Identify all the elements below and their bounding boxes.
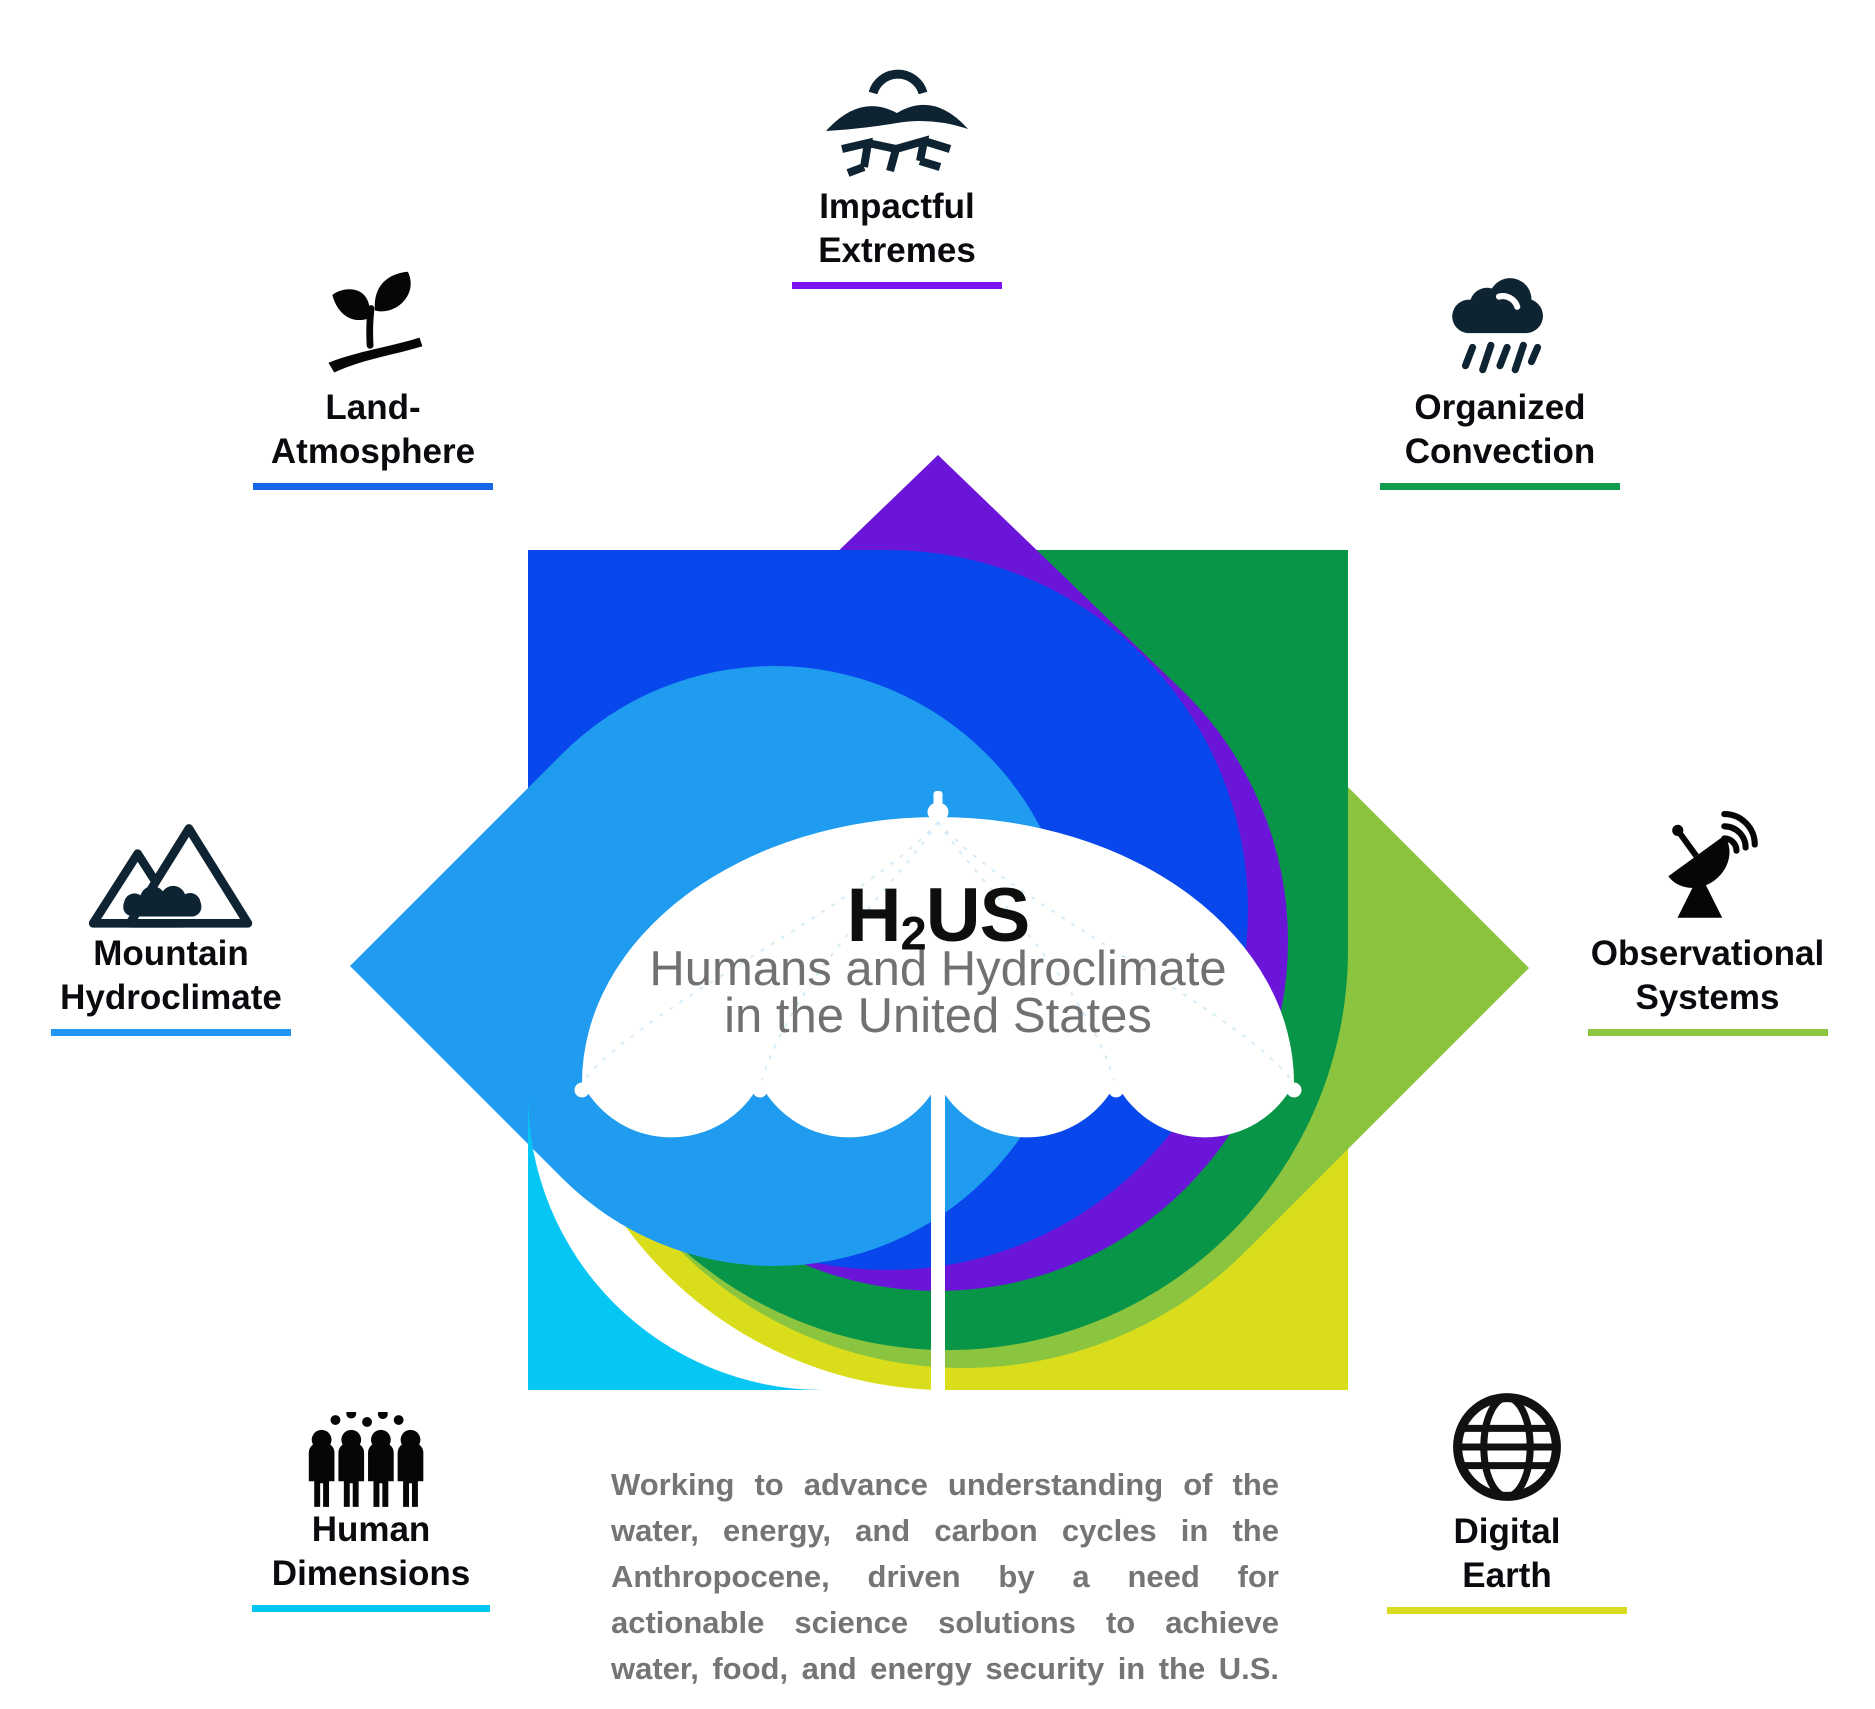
globe-icon: [1453, 1393, 1561, 1501]
underline-bar: [252, 1605, 490, 1612]
topic-underline: [1387, 1607, 1627, 1614]
topic-organized-convection: Organized Convection: [1325, 252, 1675, 490]
umbrella-rib-tips: [574, 1082, 1302, 1098]
people-icon: [308, 1412, 424, 1507]
icon-wrap: [313, 258, 433, 386]
icon-wrap: [1434, 252, 1566, 386]
title-h: H: [846, 873, 902, 958]
topic-label-line1: Impactful: [819, 187, 975, 226]
icon-wrap: [1444, 1378, 1570, 1510]
topic-underline: [252, 1605, 490, 1612]
icon-wrap: [88, 798, 254, 932]
subtitle-line-1: Humans and Hydroclimate: [649, 942, 1227, 996]
topic-label-line2: Systems: [1635, 978, 1780, 1017]
umbrella-ribs: [585, 821, 1291, 1081]
underline-bar: [1587, 1029, 1828, 1036]
umbrella-handle: [931, 1080, 945, 1390]
icon-wrap: [1647, 804, 1769, 932]
drought-icon: [826, 69, 968, 177]
umbrella-finial-ball: [927, 802, 949, 822]
h2us-title: H2US: [688, 872, 1188, 960]
topic-label-line2: Hydroclimate: [60, 978, 282, 1017]
mission-description: Working to advance understanding of the …: [611, 1467, 1279, 1686]
underline-bar: [1380, 483, 1620, 490]
topic-label-line2: Dimensions: [271, 1554, 471, 1593]
satellite-dish-icon: [1667, 811, 1758, 918]
topic-label-line1: Organized: [1414, 388, 1586, 427]
underline-bar: [1387, 1607, 1627, 1614]
topic-label-line1: Observational: [1590, 934, 1825, 973]
topic-mountain-hydroclimate: Mountain Hydroclimate: [6, 798, 336, 1036]
topic-label-line2: Earth: [1462, 1556, 1552, 1595]
topic-label-line2: Convection: [1404, 432, 1596, 471]
topic-underline: [51, 1029, 291, 1036]
umbrella: [574, 791, 1302, 1390]
topic-label-line1: Land-: [325, 388, 421, 427]
topic-underline: [1587, 1029, 1828, 1036]
topic-digital-earth: Digital Earth: [1337, 1378, 1677, 1614]
topic-label-line1: Mountain: [93, 934, 249, 973]
topic-label-line2: Atmosphere: [270, 432, 476, 471]
subtitle-line-2: in the United States: [724, 989, 1152, 1043]
topic-land-atmosphere: Land- Atmosphere: [208, 258, 538, 490]
underline-bar: [51, 1029, 291, 1036]
mountain-icon: [88, 824, 252, 928]
topic-human-dimensions: Human Dimensions: [196, 1378, 546, 1612]
title-us: US: [925, 873, 1031, 958]
topic-impactful-extremes: Impactful Extremes: [722, 45, 1072, 289]
topic-label-line1: Digital: [1453, 1512, 1561, 1551]
rain-cloud-icon: [1452, 278, 1543, 374]
topic-label-line2: Extremes: [818, 231, 976, 270]
sprout-icon: [328, 271, 423, 373]
umbrella-dome: [582, 817, 1294, 1138]
topic-observational-systems: Observational Systems: [1540, 804, 1875, 1036]
petal-human-dimensions: [528, 1095, 938, 1390]
subtitle: Humans and Hydroclimate in the United St…: [563, 942, 1313, 1043]
icon-wrap: [822, 45, 972, 185]
icon-wrap: [292, 1378, 450, 1508]
topic-underline: [253, 483, 493, 490]
topic-label-line1: Human: [311, 1510, 431, 1549]
title-subscript-2: 2: [900, 906, 927, 960]
topic-underline: [1380, 483, 1620, 490]
underline-bar: [253, 483, 493, 490]
underline-bar: [792, 282, 1002, 289]
topic-underline: [792, 282, 1002, 289]
